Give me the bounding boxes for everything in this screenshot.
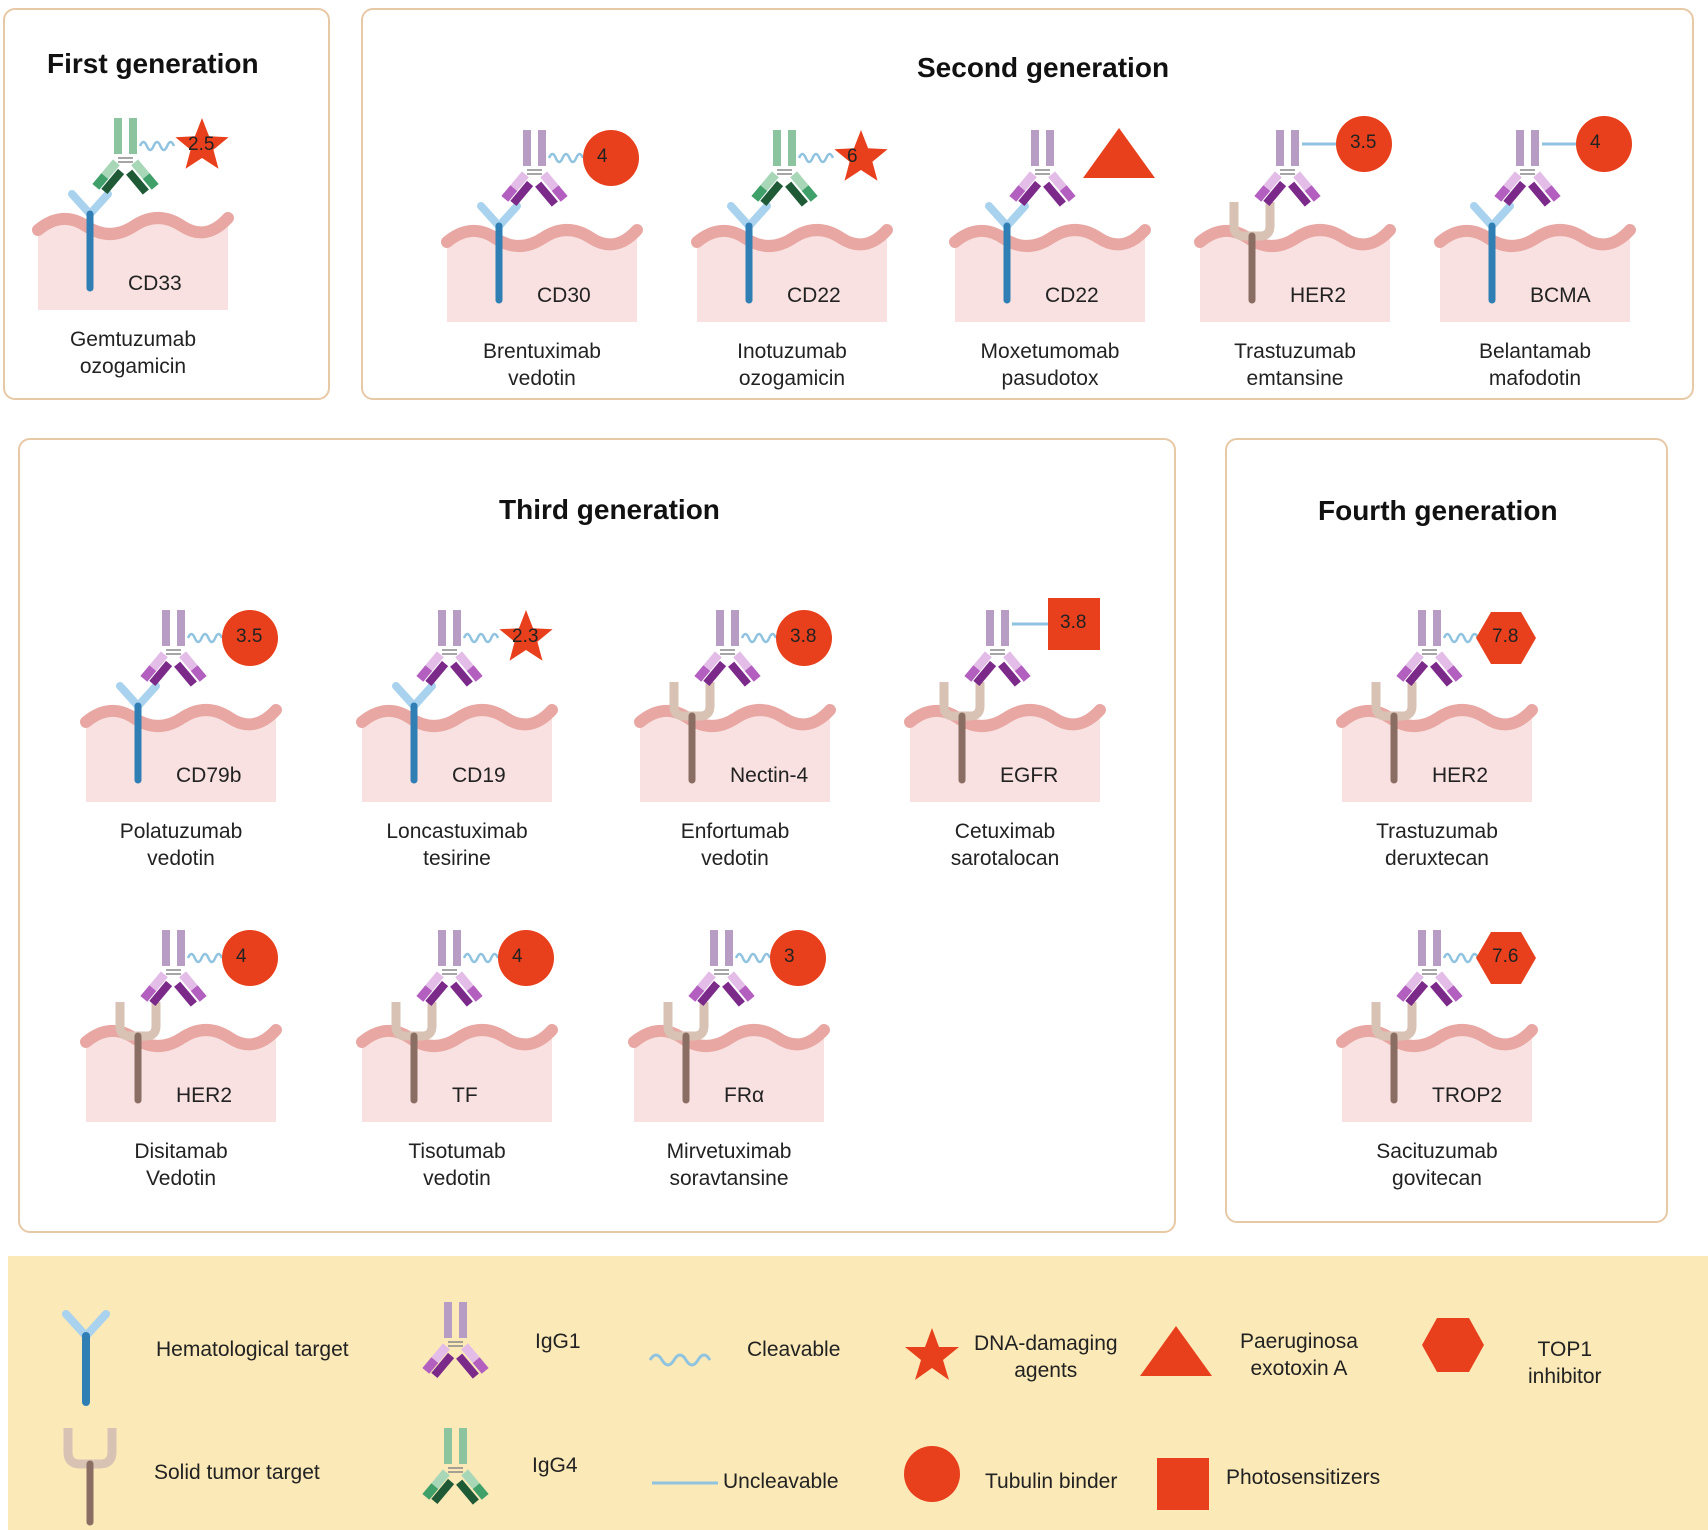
uncleavable-linker-icon — [652, 1481, 718, 1485]
cleavable-linker-icon — [648, 1353, 712, 1367]
target-label: CD22 — [787, 284, 841, 307]
target-label: Nectin-4 — [730, 764, 809, 787]
igg4-icon — [422, 1428, 489, 1505]
legend-igg4-label: IgG4 — [532, 1454, 578, 1477]
legend-photosensitizers-label: Photosensitizers — [1226, 1466, 1381, 1489]
target-label: FRα — [724, 1084, 765, 1107]
legend-dna-damaging-label: DNA-damaging agents — [974, 1332, 1118, 1382]
legend-solid-label: Solid tumor target — [154, 1461, 320, 1484]
star-icon — [905, 1328, 959, 1380]
legend-top1-label: TOP1 inhibitor — [1528, 1338, 1602, 1388]
target-label: TROP2 — [1432, 1084, 1503, 1107]
dar-label: 4 — [236, 946, 247, 967]
circle-icon — [904, 1446, 960, 1502]
target-label: TF — [452, 1084, 478, 1107]
hematological-target-icon — [62, 1310, 110, 1406]
solid-tumor-target-icon — [63, 1428, 117, 1526]
adc-unit: CD22 — [949, 122, 1155, 332]
legend-uncleavable-label: Uncleavable — [723, 1470, 839, 1493]
dar-label: 3 — [784, 946, 795, 967]
dar-label: 7.6 — [1492, 946, 1519, 967]
third-generation-title: Third generation — [499, 494, 720, 525]
dar-label: 4 — [512, 946, 523, 967]
target-label: HER2 — [1432, 764, 1489, 787]
first-generation-title: First generation — [47, 48, 259, 79]
first-generation-panel — [3, 8, 330, 400]
target-label: CD19 — [452, 764, 506, 787]
legend-hematological-label: Hematological target — [156, 1338, 349, 1361]
fourth-generation-title: Fourth generation — [1318, 495, 1558, 526]
legend-paeruginosa-label: Paeruginosa exotoxin A — [1240, 1330, 1358, 1380]
legend: Hematological target Solid tumor target … — [8, 1256, 1708, 1530]
target-label: HER2 — [176, 1084, 233, 1107]
target-label: HER2 — [1290, 284, 1347, 307]
dar-label: 2.5 — [188, 134, 215, 155]
square-icon — [1157, 1458, 1209, 1510]
hexagon-icon — [1422, 1318, 1484, 1372]
legend-cleavable-label: Cleavable — [747, 1338, 841, 1361]
second-generation-title: Second generation — [917, 52, 1170, 83]
dar-label: 2.3 — [512, 626, 539, 647]
legend-igg1-label: IgG1 — [535, 1330, 581, 1353]
dar-label: 3.5 — [236, 626, 263, 647]
dar-label: 4 — [1590, 132, 1601, 153]
igg1-icon — [422, 1302, 489, 1379]
triangle-icon — [1140, 1326, 1212, 1376]
dar-label: 7.8 — [1492, 626, 1519, 647]
dar-label: 3.5 — [1350, 132, 1377, 153]
legend-tubulin-label: Tubulin binder — [985, 1470, 1118, 1493]
target-label: EGFR — [1000, 764, 1059, 787]
dar-label: 3.8 — [1060, 612, 1087, 633]
target-label: CD22 — [1045, 284, 1099, 307]
target-label: CD33 — [128, 272, 182, 295]
target-label: BCMA — [1530, 284, 1591, 307]
target-label: CD79b — [176, 764, 242, 787]
target-label: CD30 — [537, 284, 591, 307]
dar-label: 6 — [847, 146, 858, 167]
dar-label: 4 — [597, 146, 608, 167]
dar-label: 3.8 — [790, 626, 817, 647]
